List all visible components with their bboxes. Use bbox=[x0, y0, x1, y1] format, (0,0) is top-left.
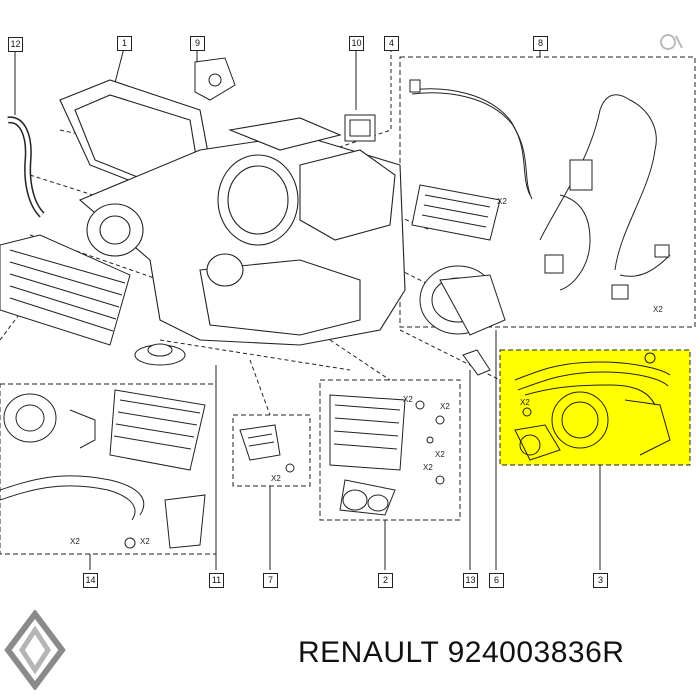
group-box-2 bbox=[319, 379, 461, 521]
part-label-6: 6 bbox=[489, 573, 504, 588]
part-9-actuator bbox=[194, 57, 236, 101]
part-label-4: 4 bbox=[384, 36, 399, 51]
qty-label: X2 bbox=[423, 463, 433, 472]
part-label-10: 10 bbox=[349, 36, 364, 51]
qty-label: X2 bbox=[440, 402, 450, 411]
part-label-2: 2 bbox=[378, 573, 393, 588]
qty-label: X2 bbox=[653, 305, 663, 314]
part-11-cone bbox=[134, 343, 186, 366]
part-10-module bbox=[344, 114, 376, 142]
qty-label: X2 bbox=[403, 395, 413, 404]
renault-logo-icon bbox=[4, 610, 66, 690]
qty-label: X2 bbox=[497, 197, 507, 206]
part-label-8: 8 bbox=[533, 36, 548, 51]
part-label-12: 12 bbox=[8, 37, 23, 52]
part-1-hvac-housing bbox=[59, 79, 406, 346]
part-3-heater-pipes bbox=[514, 352, 671, 461]
part-label-13: 13 bbox=[463, 573, 478, 588]
part-7-clip bbox=[239, 424, 295, 473]
part-label-1: 1 bbox=[117, 36, 132, 51]
part-4-heater-element bbox=[411, 184, 501, 241]
part-cabin-filter bbox=[0, 234, 131, 346]
part-8-wiring-harness bbox=[409, 79, 671, 300]
group-box-7 bbox=[232, 414, 311, 487]
part-2-heater-core bbox=[329, 394, 445, 516]
qty-label: X2 bbox=[435, 450, 445, 459]
part-caption: RENAULT 924003836R bbox=[298, 636, 625, 669]
part-label-11: 11 bbox=[209, 573, 224, 588]
part-6-blower bbox=[419, 265, 506, 336]
qty-label: X2 bbox=[70, 537, 80, 546]
part-13-sensor bbox=[462, 349, 491, 376]
part-14-components bbox=[0, 389, 206, 549]
watermark-icon bbox=[660, 34, 683, 50]
part-label-3: 3 bbox=[593, 573, 608, 588]
group-box-3 bbox=[499, 349, 691, 466]
qty-label: X2 bbox=[271, 474, 281, 483]
part-label-7: 7 bbox=[263, 573, 278, 588]
part-label-14: 14 bbox=[83, 573, 98, 588]
qty-label: X2 bbox=[520, 398, 530, 407]
qty-label: X2 bbox=[140, 537, 150, 546]
part-label-9: 9 bbox=[190, 36, 205, 51]
